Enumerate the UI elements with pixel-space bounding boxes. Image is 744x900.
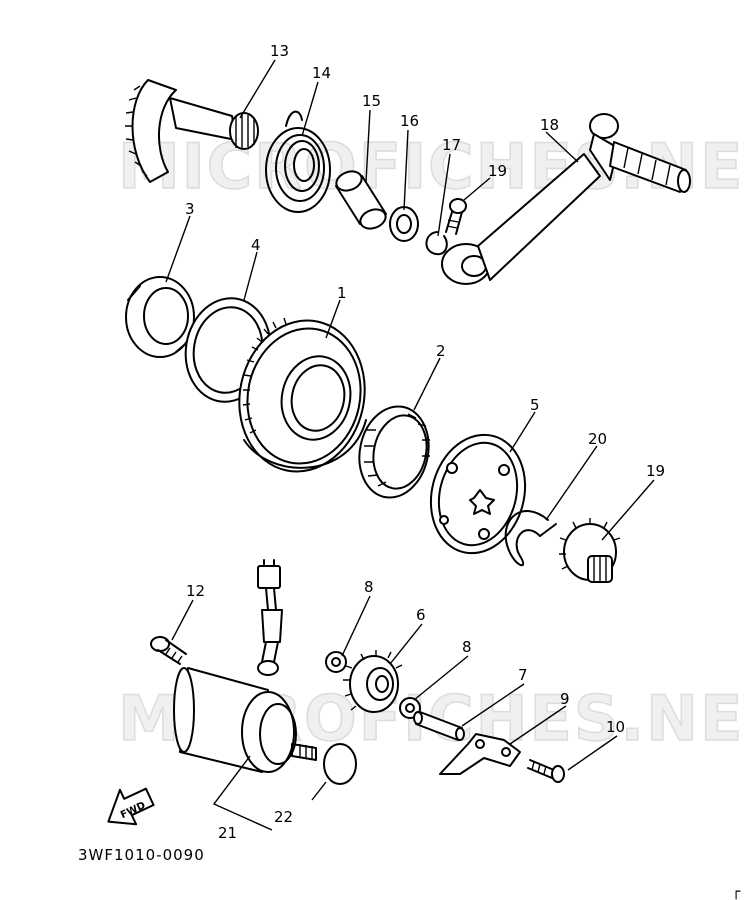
part-16-circlip (425, 231, 448, 256)
part-21-starter-motor (173, 559, 317, 773)
part-13-spring (265, 110, 331, 213)
callout-13: 14 (312, 64, 331, 82)
corner-mark: ┌ (732, 884, 741, 900)
callout-12: 13 (270, 42, 289, 60)
part-14-bushing (335, 170, 387, 230)
callout-8a: 8 (364, 578, 374, 596)
callout-10: 10 (606, 718, 625, 736)
part-11-bolt (150, 636, 187, 665)
callout-11: 12 (186, 582, 205, 600)
leader-lines (165, 59, 655, 831)
callout-7: 7 (518, 666, 528, 684)
part-10-bolt (527, 759, 565, 783)
part-6-idler-gear (343, 650, 403, 713)
part-2-bearing (358, 405, 430, 499)
part-1-starter-wheel (238, 317, 367, 473)
callout-1: 1 (337, 284, 347, 302)
diagram-code: 3WF1010-0090 (78, 846, 205, 864)
callout-3: 3 (185, 200, 195, 218)
part-19-gear (559, 518, 621, 583)
callout-22: 22 (274, 808, 293, 826)
callout-16: 17 (442, 136, 461, 154)
callout-8b: 8 (462, 638, 472, 656)
callout-20: 20 (588, 430, 607, 448)
callout-17: 18 (540, 116, 559, 134)
part-8-washer-a (325, 651, 347, 673)
part-7-shaft (413, 711, 465, 741)
part-17-kick-crank (441, 113, 691, 285)
callout-9: 9 (560, 690, 570, 708)
part-20-circlip (504, 510, 557, 567)
part-18-bolt (445, 198, 467, 235)
callout-14: 15 (362, 92, 381, 110)
fwd-arrow: FWD (107, 787, 155, 826)
callout-21: 21 (218, 824, 237, 842)
part-3-oil-seal (125, 276, 195, 358)
part-22-o-ring (323, 743, 357, 785)
part-15-washer (389, 206, 419, 242)
callout-4: 4 (251, 236, 261, 254)
callout-6: 6 (416, 606, 426, 624)
part-9-plate (439, 733, 521, 775)
callout-2: 2 (436, 342, 446, 360)
part-12-kick-shaft (125, 79, 259, 183)
part-5-clutch (429, 433, 527, 555)
callout-5: 5 (530, 396, 540, 414)
callout-19: 19 (646, 462, 665, 480)
callout-15: 16 (400, 112, 419, 130)
callout-18: 19 (488, 162, 507, 180)
